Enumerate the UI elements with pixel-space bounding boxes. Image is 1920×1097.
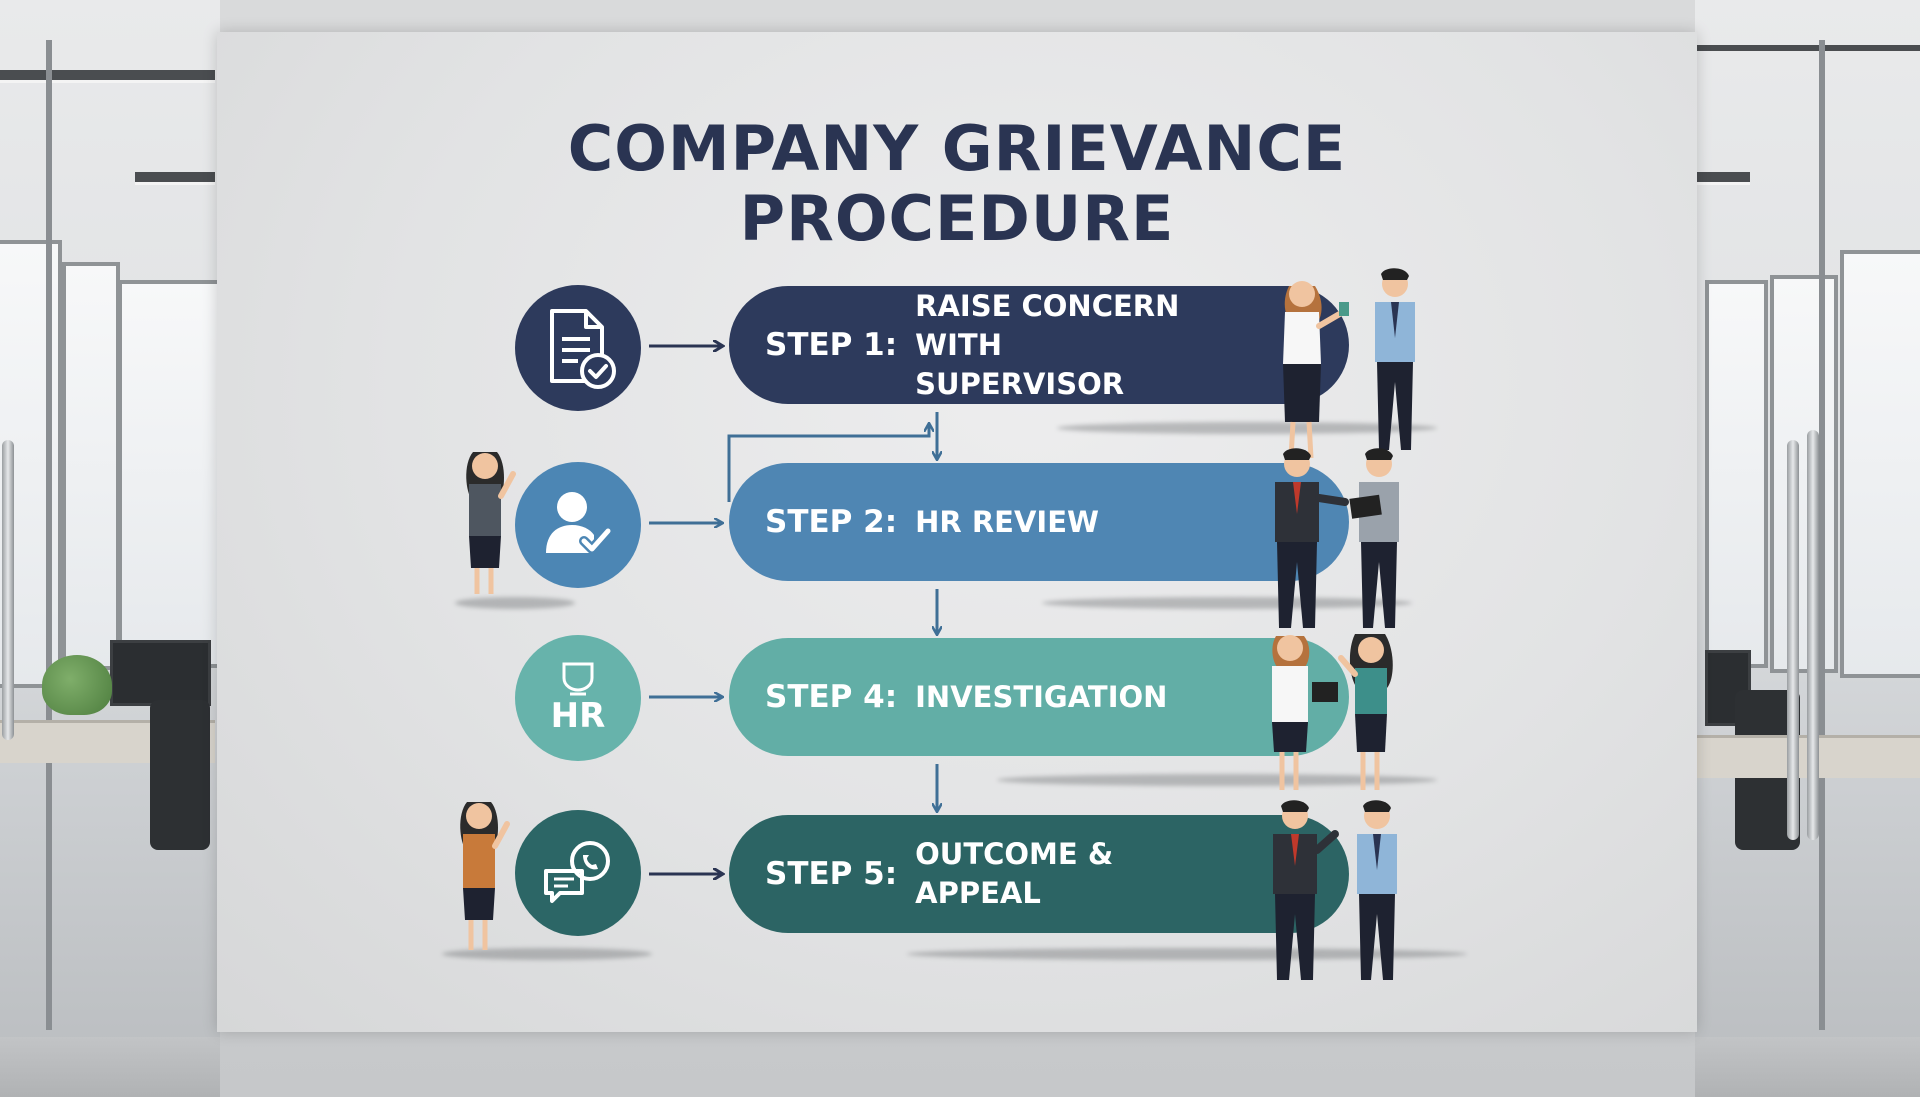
title-line-2: PROCEDURE — [739, 182, 1175, 255]
person-man-suit-step-5 — [1273, 800, 1339, 980]
person-man-blue-shirt — [1375, 268, 1415, 450]
step-4-label: INVESTIGATION — [915, 679, 1168, 714]
hr-badge-text: HR — [550, 696, 606, 736]
person-woman-holding-card — [1283, 281, 1349, 459]
step-2-pill: STEP 2: HR REVIEW — [729, 463, 1349, 581]
ceiling-light — [0, 70, 215, 83]
person-woman-tablet — [1272, 635, 1338, 790]
person-woman-teal-top — [1338, 634, 1393, 790]
window — [1705, 280, 1768, 668]
plant — [42, 655, 112, 715]
door-handle — [2, 440, 14, 740]
ceiling-light — [1695, 45, 1920, 51]
window — [1840, 250, 1920, 678]
diagram-overlay — [460, 268, 1415, 980]
figure-shadow — [907, 948, 1467, 960]
document-check-icon — [550, 309, 616, 389]
arrow-loop-back — [727, 424, 929, 502]
person-woman-left-step-2 — [466, 452, 516, 594]
door-handle — [1807, 430, 1819, 840]
floor — [0, 1037, 220, 1097]
step-5-icon-circle — [515, 810, 641, 936]
person-man-blue-shirt-step-5 — [1357, 800, 1397, 980]
step-2-label: HR REVIEW — [915, 504, 1100, 539]
title-line-1: COMPANY GRIEVANCE — [567, 112, 1347, 185]
step-4-number: STEP 4: — [765, 679, 898, 715]
figure-shadow — [442, 948, 652, 960]
figure-shadow — [1057, 422, 1437, 434]
window — [1770, 275, 1838, 673]
person-woman-left-step-5 — [460, 802, 510, 950]
step-4-icon-circle: HR — [515, 635, 641, 761]
window — [118, 280, 220, 668]
floor — [1695, 1037, 1920, 1097]
monitor — [110, 640, 211, 706]
step-2-number: STEP 2: — [765, 504, 898, 540]
step-5-number: STEP 5: — [765, 856, 898, 892]
step-2-icon-circle — [515, 462, 641, 588]
wall-poster: COMPANY GRIEVANCE PROCEDURE STEP 1: RAIS… — [217, 32, 1697, 1032]
glass-door-frame — [46, 40, 52, 1030]
ceiling-light — [1695, 172, 1750, 185]
step-1-label: RAISE CONCERN WITH SUPERVISOR — [915, 288, 1180, 401]
door-handle — [1787, 440, 1799, 840]
figure-shadow — [997, 774, 1437, 786]
person-check-icon — [546, 492, 613, 554]
hr-badge-icon — [562, 662, 594, 696]
chat-phone-icon — [544, 841, 610, 903]
step-5-label: OUTCOME & APPEAL — [915, 837, 1114, 910]
person-man-laptop — [1349, 448, 1399, 628]
glass-door-frame — [1819, 40, 1825, 1030]
office-background-right — [1695, 0, 1920, 1097]
window — [62, 262, 120, 670]
person-man-suit-handshake — [1275, 448, 1349, 628]
office-chair — [150, 700, 210, 850]
ceiling-light — [135, 172, 215, 185]
office-background-left — [0, 0, 220, 1097]
step-1-icon-circle — [515, 285, 641, 411]
step-4-pill: STEP 4: INVESTIGATION — [729, 638, 1349, 756]
figure-shadow — [1042, 597, 1412, 609]
figure-shadow — [455, 597, 575, 609]
step-1-pill: STEP 1: RAISE CONCERN WITH SUPERVISOR — [729, 286, 1349, 404]
step-1-number: STEP 1: — [765, 327, 898, 363]
page-title: COMPANY GRIEVANCE PROCEDURE — [217, 114, 1697, 254]
step-5-pill: STEP 5: OUTCOME & APPEAL — [729, 815, 1349, 933]
